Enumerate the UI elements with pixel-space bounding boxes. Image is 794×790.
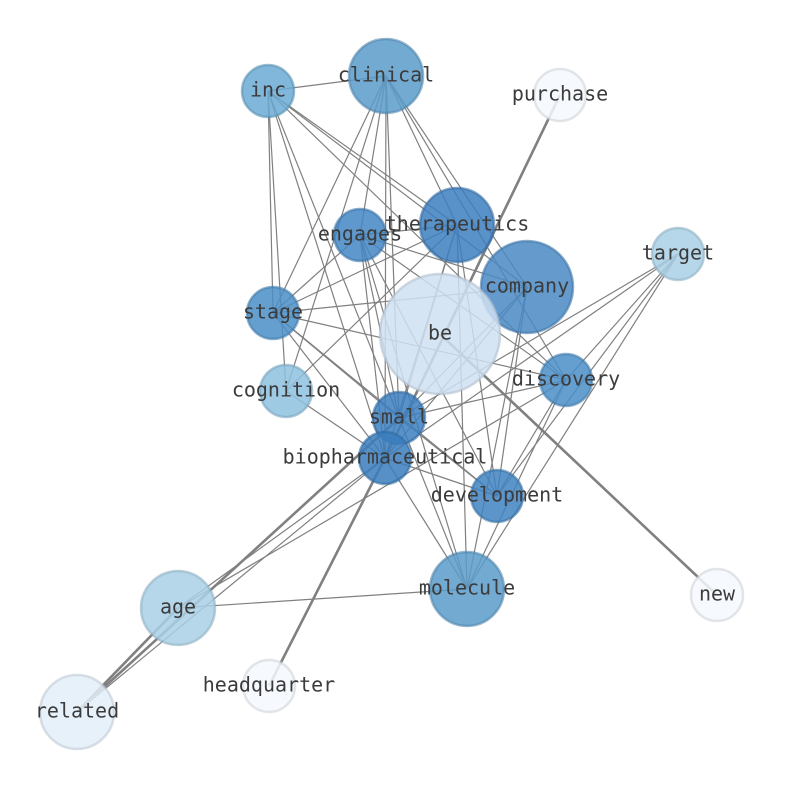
node-label-development: development [431, 483, 563, 507]
node-label-discovery: discovery [512, 367, 620, 391]
node-therapeutics [418, 186, 496, 264]
node-label-target: target [642, 241, 714, 265]
node-new [689, 567, 745, 623]
node-molecule [428, 550, 506, 628]
node-label-biopharmaceutical: biopharmaceutical [283, 445, 488, 469]
node-biopharmaceutical [357, 430, 413, 486]
node-development [469, 468, 525, 524]
node-label-engages: engages [318, 222, 402, 246]
edge-clinical-biopharmaceutical [384, 75, 387, 459]
edge-inc-cognition [267, 90, 287, 392]
edge-related-biopharmaceutical [76, 457, 386, 713]
edge-stage-biopharmaceutical [272, 312, 386, 459]
node-label-related: related [35, 699, 119, 723]
node-target [650, 226, 706, 282]
node-be [378, 272, 502, 396]
edge-target-molecule [466, 253, 679, 590]
edge-clinical-stage [272, 75, 387, 314]
node-age [139, 569, 217, 647]
edge-stage-small [272, 312, 400, 419]
node-label-inc: inc [250, 78, 286, 102]
edge-inc-small [267, 90, 400, 419]
edge-therapeutics-cognition [285, 224, 458, 392]
edge-age-molecule [177, 588, 468, 609]
node-label-stage: stage [243, 300, 303, 324]
node-cognition [258, 363, 314, 419]
node-company [479, 239, 575, 335]
node-label-purchase: purchase [512, 82, 608, 106]
node-purchase [532, 67, 588, 123]
node-layer [38, 37, 745, 751]
node-stage [245, 285, 301, 341]
edge-discovery-age [177, 379, 567, 609]
edge-new-be [439, 333, 718, 596]
edge-layer [76, 75, 718, 713]
edge-inc-therapeutics [267, 90, 458, 226]
node-label-molecule: molecule [419, 576, 515, 600]
node-label-cognition: cognition [232, 378, 340, 402]
node-label-company: company [485, 274, 569, 298]
node-label-headquarter: headquarter [203, 673, 335, 697]
node-engages [332, 207, 388, 263]
node-label-new: new [699, 582, 736, 606]
node-label-small: small [369, 405, 429, 429]
node-clinical [347, 37, 425, 115]
node-discovery [538, 352, 594, 408]
node-label-therapeutics: therapeutics [385, 212, 530, 236]
edge-discovery-small [398, 379, 567, 419]
edge-biopharmaceutical-age [177, 457, 386, 609]
node-related [38, 673, 116, 751]
edge-target-discovery [565, 253, 679, 381]
edge-target-biopharmaceutical [384, 253, 679, 459]
node-label-clinical: clinical [338, 63, 434, 87]
edge-company-molecule [466, 286, 528, 590]
node-label-be: be [428, 321, 452, 345]
edge-inc-biopharmaceutical [267, 90, 386, 459]
node-label-age: age [160, 595, 196, 619]
edge-inc-stage [267, 90, 274, 314]
edge-headquarter-biopharmaceutical [267, 457, 387, 687]
node-inc [240, 63, 296, 119]
node-headquarter [241, 658, 297, 714]
